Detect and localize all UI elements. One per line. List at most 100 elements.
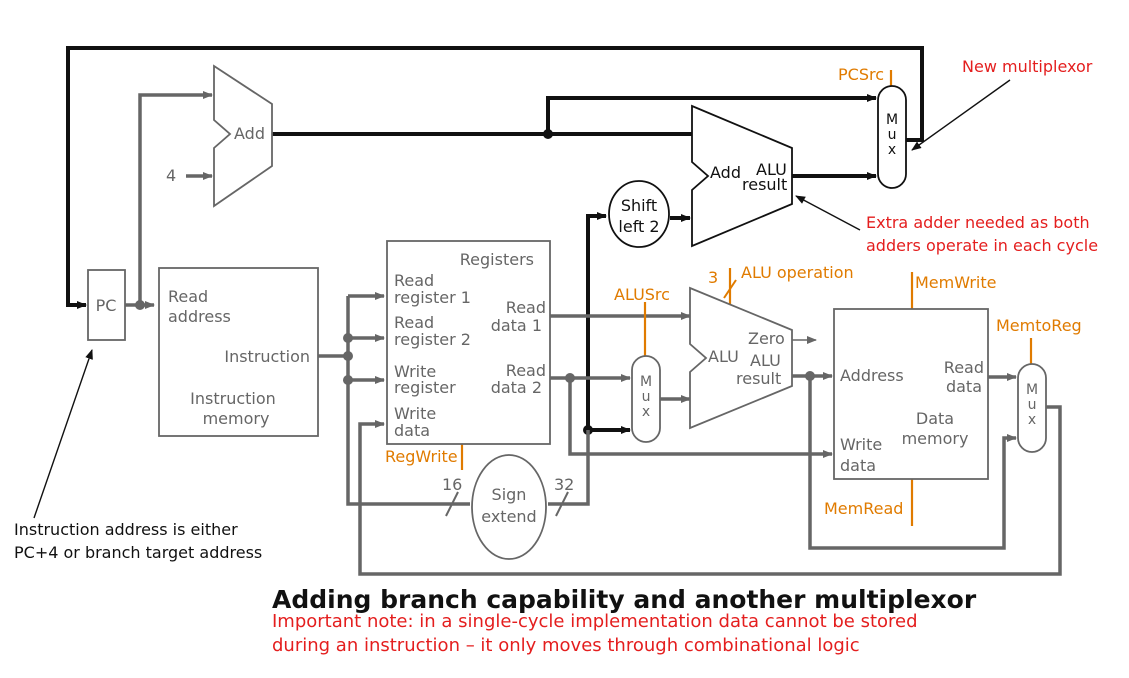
signext-to-shift-wire: [586, 212, 607, 430]
branch-adder-result1: ALU: [756, 160, 787, 179]
registers-title: Registers: [460, 250, 534, 269]
dmem-read-a: Read: [944, 358, 984, 377]
pc-register: PC: [87, 269, 126, 341]
dmem-address-label: Address: [840, 366, 904, 385]
regwrite-label: RegWrite: [385, 447, 458, 466]
const-four: 4: [166, 166, 176, 185]
pc-to-adder-wire: [138, 91, 213, 305]
junction-dot: [343, 333, 353, 343]
alu-result-bypass-wire: [808, 376, 1017, 550]
alu-zero-label: Zero: [748, 329, 785, 348]
instr-addr-note-2: PC+4 or branch target address: [14, 543, 262, 562]
mux-letter: M: [886, 112, 898, 128]
rd1-b: data 1: [491, 316, 542, 335]
mux-letter: u: [1028, 397, 1037, 413]
junction-dot: [805, 371, 815, 381]
slide-title: Adding branch capability and another mul…: [272, 585, 977, 614]
important-note-1: Important note: in a single-cycle implem…: [272, 611, 918, 632]
rd2-to-dmem-wire: [568, 378, 833, 458]
shift-left-2: Shift left 2: [608, 180, 670, 248]
sign-label-1: Sign: [492, 485, 527, 504]
memwrite-label: MemWrite: [915, 273, 996, 292]
register-file: Registers Read register 1 Read register …: [386, 240, 551, 445]
aluop-label: ALU operation: [741, 263, 854, 282]
sign-in-bits: 16: [442, 475, 462, 494]
pc-label: PC: [96, 296, 117, 315]
pcsrc-mux: M u x: [877, 85, 907, 189]
sign-label-2: extend: [481, 507, 536, 526]
branch-wires: [66, 46, 924, 434]
instr-addr-note-1: Instruction address is either: [14, 520, 238, 539]
pc-adder-label: Add: [234, 124, 265, 143]
extra-adder-note-2: adders operate in each cycle: [866, 236, 1098, 255]
alu-src-mux: M u x: [631, 355, 661, 443]
wr-b: register: [394, 378, 456, 397]
junction-dot: [135, 300, 145, 310]
rr1-b: register 1: [394, 288, 471, 307]
dmem-read-b: data: [946, 377, 982, 396]
pc-plus4-wire: [546, 94, 877, 134]
bitwidth-slash: [445, 491, 459, 517]
junction-dot: [565, 373, 575, 383]
imem-name-1: Instruction: [190, 389, 276, 408]
mux-letter: M: [1026, 382, 1038, 398]
shift-label-2: left 2: [618, 217, 659, 236]
branch-adder: Add ALU result: [691, 104, 793, 248]
extra-adder-note-1: Extra adder needed as both: [866, 213, 1090, 232]
alu-result-2: result: [736, 369, 781, 388]
new-mux-pointer: [911, 79, 1011, 151]
memtoreg-mux: M u x: [1017, 363, 1047, 453]
bitwidth-slash: [555, 491, 569, 517]
control-lines: [460, 70, 1033, 526]
rd2-a: Read: [506, 361, 546, 380]
aluop-slash: [723, 279, 737, 299]
dmem-name-2: memory: [902, 429, 969, 448]
branch-adder-label: Add: [710, 163, 741, 182]
rr2-b: register 2: [394, 330, 471, 349]
important-note-2: during an instruction – it only moves th…: [272, 635, 860, 656]
pcsrc-label: PCSrc: [838, 65, 884, 84]
shift-label-1: Shift: [621, 196, 657, 215]
instr-addr-pointer: [33, 349, 93, 519]
dmem-write-a: Write: [840, 435, 882, 454]
main-alu: ALU Zero ALU result: [689, 286, 793, 430]
mux-letter: u: [888, 127, 897, 143]
instruction-memory: Read address Instruction Instruction mem…: [158, 267, 319, 437]
instr-rr1-wire: [346, 296, 470, 506]
mux-letter: x: [1028, 412, 1036, 428]
junction-dot: [543, 129, 553, 139]
mux-letter: x: [888, 142, 896, 158]
rr1-a: Read: [394, 271, 434, 290]
alu-label: ALU: [708, 347, 739, 366]
wd-b: data: [394, 421, 430, 440]
mux-letter: x: [642, 404, 650, 420]
aluop-bits: 3: [708, 268, 718, 287]
imem-read-label: Read: [168, 287, 208, 306]
junction-dot: [343, 351, 353, 361]
sign-out-bits: 32: [554, 475, 574, 494]
pc-adder: Add: [213, 64, 273, 208]
mux-letter: u: [642, 389, 651, 405]
new-mux-note: New multiplexor: [962, 57, 1093, 76]
extra-adder-pointer: [795, 195, 861, 231]
alu-result-1: ALU: [750, 351, 781, 370]
rr2-a: Read: [394, 313, 434, 332]
branch-adder-result2: result: [742, 175, 787, 194]
alusrc-label: ALUSrc: [614, 285, 670, 304]
memread-label: MemRead: [824, 499, 903, 518]
writeback-wire: [358, 405, 1062, 576]
data-memory: Address Read data Write data Data memory: [833, 308, 989, 480]
imem-name-2: memory: [203, 409, 270, 428]
rd2-b: data 2: [491, 378, 542, 397]
wd-a: Write: [394, 404, 436, 423]
sign-extend: Sign extend: [471, 454, 547, 560]
imem-address-label: address: [168, 307, 231, 326]
dmem-write-b: data: [840, 456, 876, 475]
memtoreg-label: MemtoReg: [996, 316, 1082, 335]
rd1-a: Read: [506, 298, 546, 317]
dmem-name-1: Data: [916, 409, 954, 428]
imem-instruction-label: Instruction: [224, 347, 310, 366]
wr-a: Write: [394, 362, 436, 381]
pc-feedback-wire: [66, 46, 924, 309]
